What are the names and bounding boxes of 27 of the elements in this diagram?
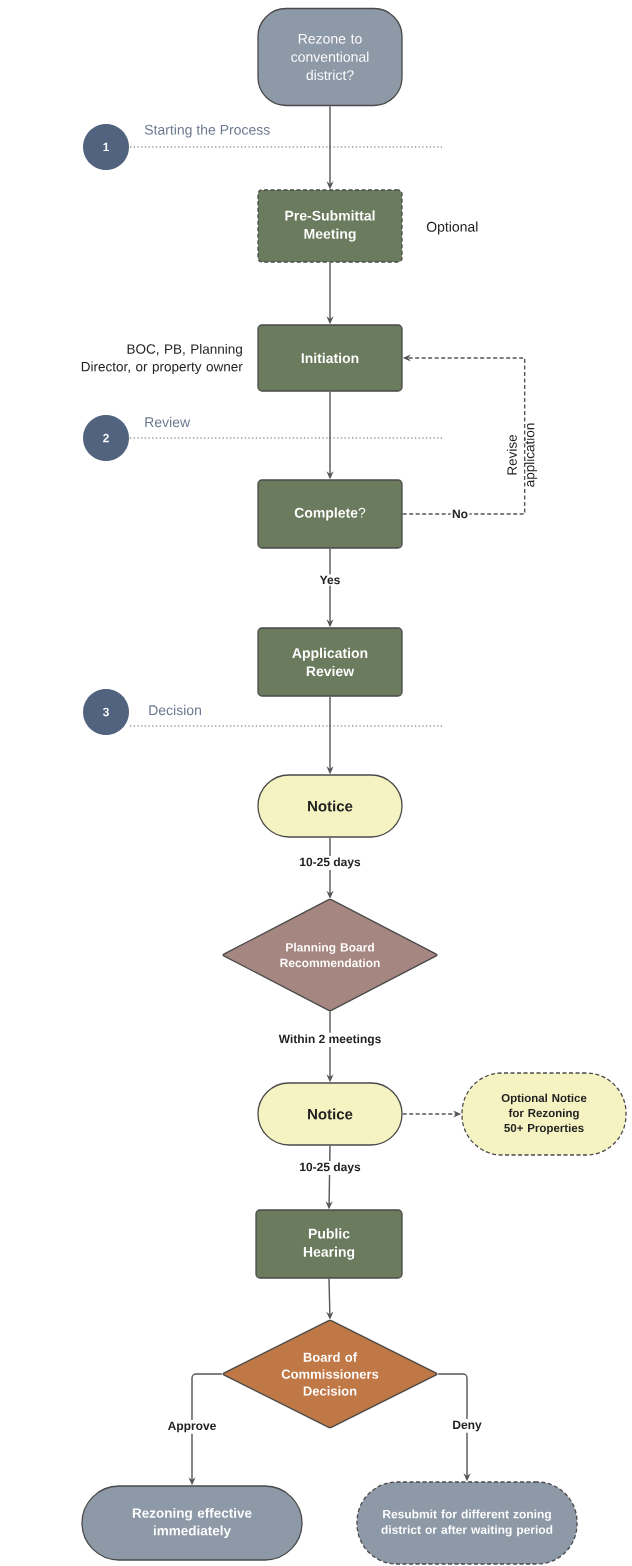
edge-label: 10-25 days: [297, 855, 363, 871]
step-title: Decision: [149, 704, 201, 716]
end-terminal: Rezoning effective immediately: [81, 1485, 303, 1561]
edge-label: 10-25 days: [297, 1160, 363, 1176]
node-note: Optional: [426, 221, 478, 235]
optional-terminal: Optional Notice for Rezoning 50+ Properties: [461, 1072, 627, 1156]
notice-terminal: Notice: [257, 1082, 403, 1146]
end-terminal: Resubmit for different zoning district or after waiting period: [356, 1481, 578, 1565]
process-box: Complete?: [257, 479, 403, 549]
edge-label: Within 2 meetings: [277, 1032, 383, 1048]
step-badge: 3: [83, 689, 129, 735]
edge-label: Yes: [318, 574, 342, 586]
loop-note: Revise application: [506, 423, 538, 487]
edge-label: No: [450, 508, 470, 520]
node-note: BOC, PB, Planning Director, or property owner: [81, 343, 243, 375]
step-title: Review: [145, 416, 191, 428]
notice-terminal: Notice: [257, 774, 403, 838]
step-title: Starting the Process: [144, 124, 270, 138]
process-box: Pre-Submittal Meeting: [257, 189, 403, 263]
step-badge: 1: [83, 124, 129, 170]
step-badge: 2: [83, 415, 129, 461]
process-box: Application Review: [257, 627, 403, 697]
edge-label: Deny: [450, 1419, 484, 1433]
process-box: Public Hearing: [255, 1209, 403, 1279]
start-terminal: Rezone to conventional district?: [257, 7, 403, 107]
edge-label: Approve: [166, 1420, 218, 1434]
process-box: Initiation: [257, 324, 403, 392]
